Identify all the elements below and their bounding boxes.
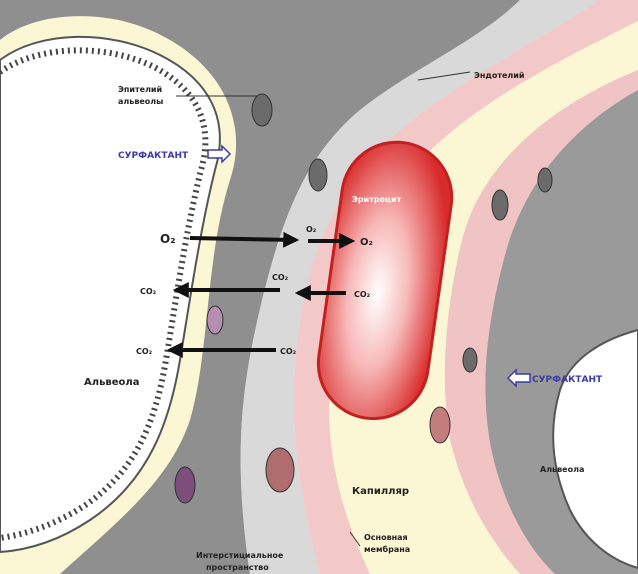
label-erythrocyte: Эритроцит (352, 195, 402, 204)
gas-co2-row3-left: CO₂ (136, 347, 153, 356)
label-basement-membrane-1: Основная (364, 533, 408, 542)
label-interstitial-2: пространство (206, 563, 269, 572)
gas-co2-row3-right: CO₂ (280, 347, 297, 356)
label-surfactant-left: СУРФАКТАНТ (118, 151, 189, 161)
gas-co2-top: CO₂ (272, 273, 289, 282)
label-alveolar-epithelium-2: альвеолы (118, 97, 163, 106)
o2-arrow-1 (190, 238, 296, 240)
label-alveola-right: Альвеола (540, 465, 584, 474)
label-interstitial-1: Интерстициальное (196, 551, 284, 560)
gas-co2-row2-left: CO₂ (140, 287, 157, 296)
gas-o2-in: O₂ (160, 232, 175, 246)
gas-o2-mid: O₂ (306, 225, 317, 234)
gas-co2-row2-right: CO₂ (354, 290, 371, 299)
label-alveola-left: Альвеола (84, 377, 139, 388)
gas-o2-cell: O₂ (360, 237, 373, 248)
label-capillary: Капилляр (352, 486, 409, 497)
label-alveolar-epithelium-1: Эпителий (118, 85, 162, 94)
label-basement-membrane-2: мембрана (364, 544, 410, 554)
label-endothelium: Эндотелий (474, 71, 525, 80)
label-surfactant-right: СУРФАКТАНТ (532, 375, 603, 385)
